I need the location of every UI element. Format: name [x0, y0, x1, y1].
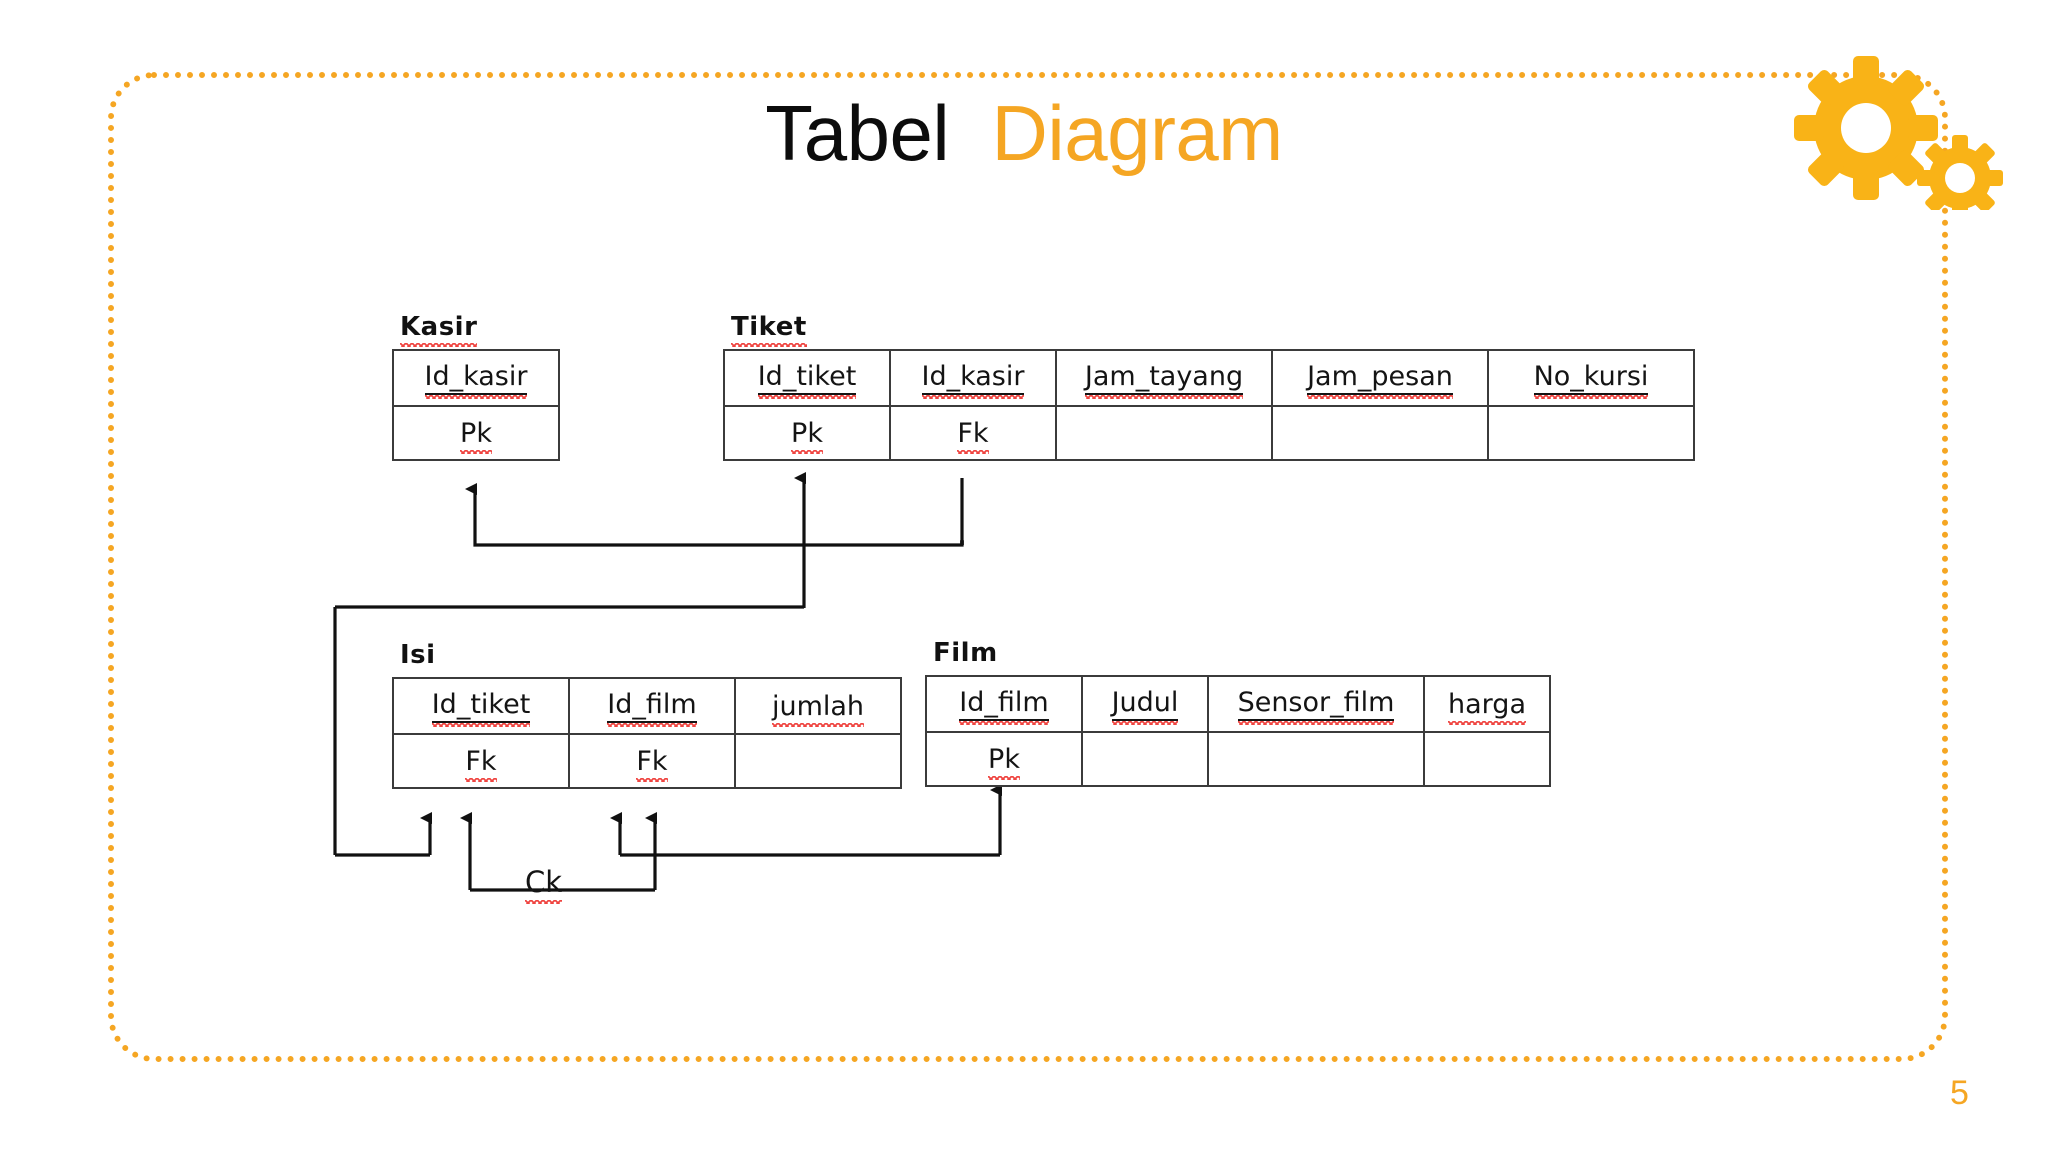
cell-key [1487, 405, 1695, 461]
entity-tiket-name: Tiket [731, 312, 807, 347]
entity-tiket-label: Tiket [731, 312, 807, 347]
page-number: 5 [1950, 1074, 1969, 1112]
table-row: Fk Fk [392, 733, 902, 789]
entity-film-name: Film [933, 638, 998, 668]
cell-key: Pk [925, 731, 1083, 787]
entity-isi: Isi Id_tiket Id_film jumlah Fk Fk [392, 640, 902, 789]
table-row: Pk [392, 405, 560, 461]
field-label: No_kursi [1533, 361, 1649, 399]
table-row: Pk Fk [723, 405, 1695, 461]
entity-kasir-name: Kasir [400, 312, 478, 347]
entity-tiket: Tiket Id_tiket Id_kasir Jam_tayang Jam_p… [723, 312, 1695, 461]
field-label: Judul [1111, 687, 1179, 725]
field-label: Id_tiket [757, 361, 857, 399]
annotation-ck-label: Ck [525, 865, 563, 904]
entity-kasir-table: Id_kasir Pk [392, 349, 560, 461]
table-row: Id_tiket Id_film jumlah [392, 677, 902, 735]
title-part-diagram: Diagram [991, 89, 1284, 177]
field-label: Id_film [959, 687, 1050, 725]
cell-field: Sensor_film [1207, 675, 1425, 733]
cell-field: Id_kasir [889, 349, 1057, 407]
key-label: Fk [636, 745, 668, 782]
cell-key: Fk [889, 405, 1057, 461]
cell-field: Jam_pesan [1271, 349, 1489, 407]
cell-key [734, 733, 902, 789]
annotation-ck: Ck [525, 865, 563, 904]
field-label: harga [1448, 688, 1526, 725]
cell-field: Id_kasir [392, 349, 560, 407]
cell-field: Id_film [568, 677, 736, 735]
cell-field: harga [1423, 675, 1551, 733]
cell-key: Fk [568, 733, 736, 789]
field-label: jumlah [771, 690, 865, 727]
entity-isi-label: Isi [400, 640, 436, 670]
cell-key [1423, 731, 1551, 787]
key-label: Pk [988, 743, 1020, 780]
table-row: Id_film Judul Sensor_film harga [925, 675, 1551, 733]
cell-key: Fk [392, 733, 570, 789]
slide-border-frame [108, 72, 1948, 1062]
key-label: Fk [465, 745, 497, 782]
table-row: Id_tiket Id_kasir Jam_tayang Jam_pesan N… [723, 349, 1695, 407]
cell-field: Jam_tayang [1055, 349, 1273, 407]
cell-field: No_kursi [1487, 349, 1695, 407]
entity-film: Film Id_film Judul Sensor_film harga Pk [925, 638, 1551, 787]
cell-field: Id_film [925, 675, 1083, 733]
cell-key [1055, 405, 1273, 461]
field-label: Id_tiket [431, 689, 531, 727]
cell-field: Id_tiket [723, 349, 891, 407]
field-label: Sensor_film [1237, 687, 1395, 725]
entity-film-label: Film [933, 638, 998, 668]
entity-film-table: Id_film Judul Sensor_film harga Pk [925, 675, 1551, 787]
key-label: Pk [460, 417, 492, 454]
cell-field: Id_tiket [392, 677, 570, 735]
table-row: Pk [925, 731, 1551, 787]
gears-icon [1778, 50, 2028, 221]
entity-tiket-table: Id_tiket Id_kasir Jam_tayang Jam_pesan N… [723, 349, 1695, 461]
field-label: Jam_pesan [1307, 361, 1453, 399]
table-row: Id_kasir [392, 349, 560, 407]
field-label: Jam_tayang [1084, 361, 1244, 399]
page-title: Tabel Diagram [0, 88, 2048, 178]
entity-kasir: Kasir Id_kasir Pk [392, 312, 560, 461]
cell-key [1081, 731, 1209, 787]
entity-isi-name: Isi [400, 640, 436, 670]
cell-key [1207, 731, 1425, 787]
field-label: Id_kasir [921, 361, 1025, 399]
cell-key [1271, 405, 1489, 461]
entity-isi-table: Id_tiket Id_film jumlah Fk Fk [392, 677, 902, 789]
cell-key: Pk [392, 405, 560, 461]
cell-field: Judul [1081, 675, 1209, 733]
title-part-tabel: Tabel [765, 89, 950, 177]
entity-kasir-label: Kasir [400, 312, 478, 347]
key-label: Fk [957, 417, 989, 454]
cell-field: jumlah [734, 677, 902, 735]
cell-key: Pk [723, 405, 891, 461]
field-label: Id_film [607, 689, 698, 727]
field-label: Id_kasir [424, 361, 528, 399]
key-label: Pk [791, 417, 823, 454]
